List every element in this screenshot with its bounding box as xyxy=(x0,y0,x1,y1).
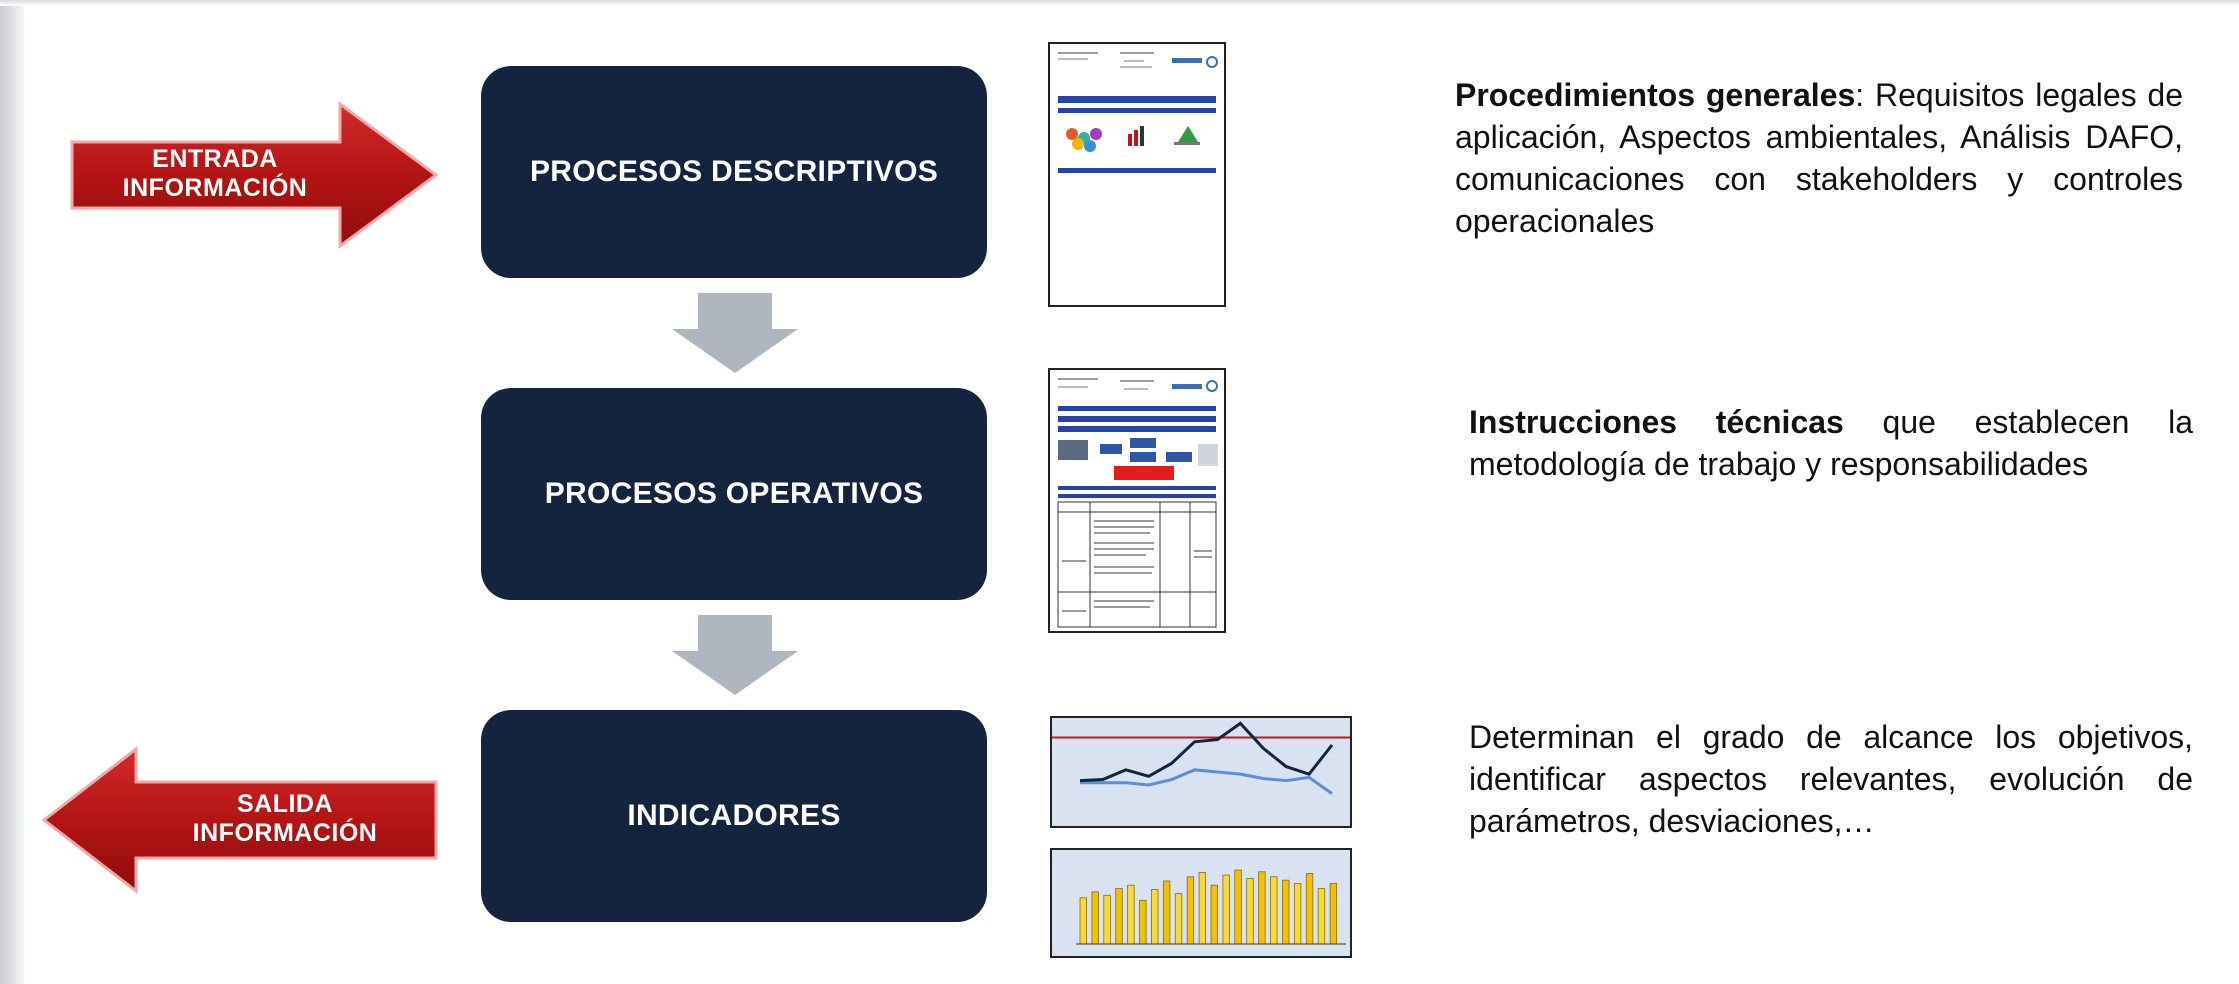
indicadores-box: INDICADORES xyxy=(481,710,987,922)
bar xyxy=(1305,873,1314,945)
bar xyxy=(1162,880,1171,945)
description-procedimientos: Procedimientos generales: Requisitos leg… xyxy=(1455,74,2183,242)
bar xyxy=(1174,893,1183,945)
description-indicadores-text: Determinan el grado de alcance los objet… xyxy=(1469,719,2193,839)
light-series-line xyxy=(1080,768,1333,795)
process-descriptivos-box: PROCESOS DESCRIPTIVOS xyxy=(481,66,987,278)
description-procedimientos-title: Procedimientos generales xyxy=(1455,77,1856,113)
bar xyxy=(1139,899,1147,945)
bar xyxy=(1317,888,1326,945)
bar xyxy=(1115,888,1123,945)
description-instrucciones-title: Instrucciones técnicas xyxy=(1469,404,1844,440)
process-descriptivos-label: PROCESOS DESCRIPTIVOS xyxy=(529,155,939,188)
left-arrow-icon xyxy=(41,745,438,895)
bar-chart-image xyxy=(1076,869,1346,945)
bar xyxy=(1329,883,1338,945)
document-preview-image xyxy=(1057,378,1218,628)
right-arrow-icon xyxy=(70,101,439,249)
bar xyxy=(1246,878,1254,945)
description-instrucciones-text: que establecen la metodología de trabajo… xyxy=(1469,404,2194,482)
instruction-document-thumbnail xyxy=(1048,368,1226,633)
description-indicadores: Determinan el grado de alcance los objet… xyxy=(1469,716,2193,842)
description-procedimientos-text: : Requisitos legales de aplicación, Aspe… xyxy=(1455,77,2184,239)
salida-label-line1: SALIDA xyxy=(236,790,334,818)
bar xyxy=(1234,869,1242,945)
description-instrucciones: Instrucciones técnicas que establecen la… xyxy=(1469,401,2193,485)
bar xyxy=(1079,897,1087,945)
process-operativos-box: PROCESOS OPERATIVOS xyxy=(481,388,987,600)
down-arrow-icon xyxy=(672,293,798,373)
procedure-document-thumbnail xyxy=(1048,42,1226,307)
line-chart-image xyxy=(1052,721,1350,795)
document-preview-image xyxy=(1058,52,1218,173)
bar xyxy=(1258,871,1266,945)
bar xyxy=(1091,891,1099,945)
indicator-bar-chart-thumbnail xyxy=(1050,848,1352,958)
bar xyxy=(1270,876,1278,945)
bar xyxy=(1293,883,1302,945)
bar xyxy=(1186,876,1195,945)
top-edge-shade xyxy=(0,0,2239,6)
down-arrow-icon xyxy=(672,615,798,695)
bar xyxy=(1210,884,1218,945)
salida-arrow: SALIDA INFORMACIÓN xyxy=(40,745,440,895)
left-edge-shade xyxy=(0,0,24,984)
salida-label-line2: INFORMACIÓN xyxy=(192,819,378,847)
entrada-label-line1: ENTRADA xyxy=(152,145,278,173)
bar xyxy=(1198,872,1207,945)
bar xyxy=(1282,879,1290,945)
process-operativos-label: PROCESOS OPERATIVOS xyxy=(544,477,924,510)
dark-series-line xyxy=(1079,721,1334,783)
entrada-label-line2: INFORMACIÓN xyxy=(122,174,308,202)
bar xyxy=(1127,884,1135,945)
bar xyxy=(1103,894,1111,945)
bar xyxy=(1151,889,1159,945)
bar xyxy=(1222,874,1230,945)
indicadores-label: INDICADORES xyxy=(627,799,841,832)
indicator-line-chart-thumbnail xyxy=(1050,716,1352,828)
entrada-arrow: ENTRADA INFORMACIÓN xyxy=(70,100,440,250)
